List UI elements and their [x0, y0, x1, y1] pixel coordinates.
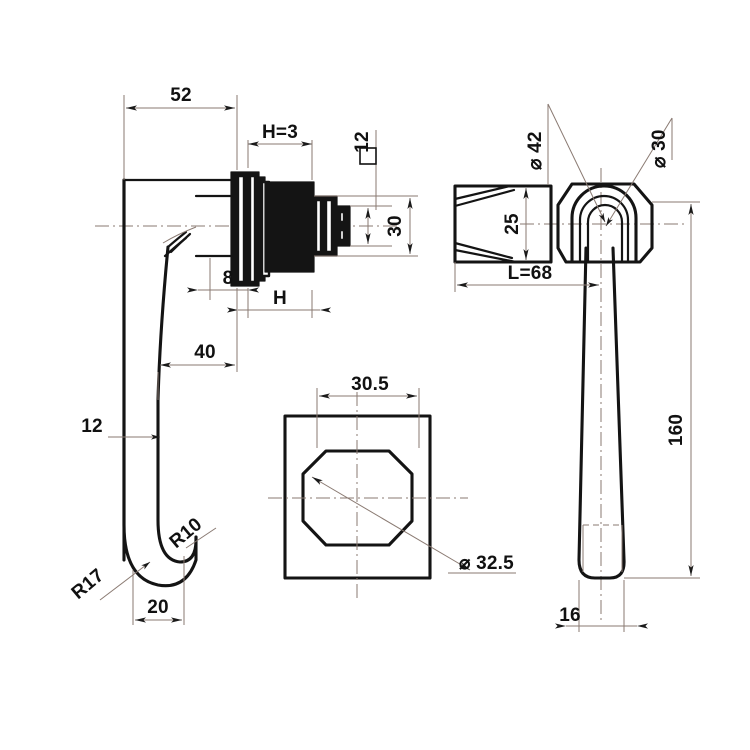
dimension-dia-42: ⌀ 42 [525, 103, 606, 223]
dimension-label-40: 40 [194, 342, 216, 363]
dimension-label-16: 16 [559, 605, 581, 626]
boss-ring-core [586, 203, 624, 264]
dimension-8: 8 [187, 258, 259, 300]
dimension-label-30: 30 [385, 215, 406, 237]
dimension-52: 52 [123, 85, 238, 180]
dimension-30: 30 [314, 195, 418, 257]
boss-ring-outer [570, 184, 638, 264]
hook-chamfer-a [166, 230, 188, 249]
collar-groove-2 [324, 198, 334, 254]
dimension-30-5: 30.5 [316, 374, 420, 448]
dimension-label-30-5: 30.5 [351, 374, 389, 395]
dimension-16: 16 [555, 580, 648, 632]
dimension-label-20: 20 [147, 597, 169, 618]
arm-chamfer-2 [453, 188, 516, 208]
leader-r10 [185, 527, 217, 549]
dimension-label-h3: H=3 [262, 122, 298, 143]
leader-r17 [99, 561, 151, 601]
leader-dia30 [605, 117, 673, 227]
dimension-12-thickness: 12 [81, 416, 160, 440]
dimension-25: 25 [502, 188, 529, 260]
grip-arm-outline [453, 184, 553, 264]
view-front-elevation: ⌀ 42 ⌀ 30 25 L=68 [453, 103, 700, 632]
dimension-label-dia-32-5: ⌀ 32.5 [459, 553, 514, 574]
dimension-H: H [227, 288, 331, 318]
boss-ring-inner [578, 194, 630, 264]
dimension-label-12-thickness: 12 [81, 416, 103, 437]
hook-chamfer-c [163, 236, 188, 258]
dimension-dia-32-5: ⌀ 32.5 [311, 476, 516, 574]
dimension-label-dia-30: ⌀ 30 [649, 129, 670, 168]
lock-barrel [264, 181, 315, 273]
tail-groove-1 [338, 210, 346, 224]
dimension-20: 20 [132, 556, 185, 625]
dimension-label-dia-42: ⌀ 42 [525, 131, 546, 170]
dimension-r10: R10 [166, 514, 217, 553]
dimension-label-8: 8 [223, 268, 234, 289]
dimension-label-l68: L=68 [508, 263, 553, 284]
dimension-label-r10: R10 [166, 514, 207, 553]
square-symbol-icon [359, 147, 377, 165]
tail-groove-2 [338, 228, 346, 242]
flange-groove-1 [236, 174, 246, 284]
hook-chamfer-d [162, 226, 197, 244]
dimension-label-25: 25 [502, 213, 523, 235]
dimension-label-square-12: 12 [352, 131, 373, 153]
dimension-l68: L=68 [454, 262, 599, 292]
dimension-r17: R17 [68, 561, 151, 604]
dimension-square-12: 12 [352, 130, 377, 210]
dimension-label-160: 160 [666, 414, 687, 446]
view-plate-cutout: 30.5 ⌀ 32.5 [268, 374, 516, 600]
flange-groove-2 [248, 174, 257, 284]
arm-chamfer-4 [453, 248, 518, 264]
dimension-160: 160 [624, 201, 700, 579]
dimension-40: 40 [157, 300, 238, 400]
dimension-label-H: H [273, 288, 287, 309]
dimension-h3: H=3 [247, 122, 313, 180]
arm-chamfer-3 [453, 241, 514, 260]
dimension-dia-30: ⌀ 30 [605, 117, 673, 227]
collar-groove-1 [314, 198, 323, 254]
leader-dia325 [311, 476, 471, 571]
arm-chamfer-1 [453, 184, 512, 201]
hex-collar-outline [556, 182, 654, 264]
dimension-label-52: 52 [170, 85, 192, 106]
handle-hook-inner-profile [156, 245, 198, 564]
handle-stem-outline [577, 246, 626, 580]
lock-flange-body [230, 171, 266, 287]
leader-dia42 [547, 103, 606, 223]
handle-hook-outer-profile [122, 178, 198, 588]
